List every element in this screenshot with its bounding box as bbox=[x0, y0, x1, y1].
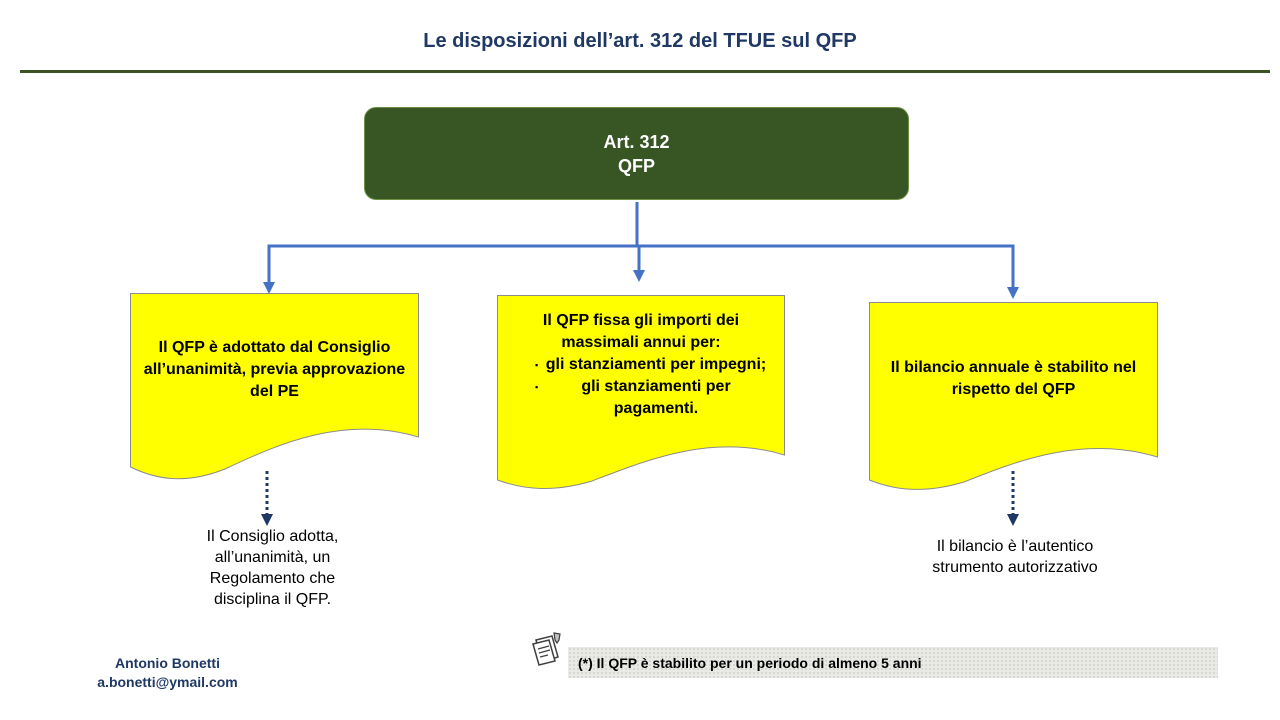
document-shape bbox=[497, 295, 785, 489]
dotted-arrowhead-left bbox=[261, 514, 273, 526]
center-box-text: Il QFP fissa gli importi dei massimali a… bbox=[497, 310, 785, 420]
center-document-box: Il QFP fissa gli importi dei massimali a… bbox=[497, 295, 785, 491]
author-email: a.bonetti@ymail.com bbox=[97, 674, 238, 690]
center-box-bullets: ▪ gli stanziamenti per impegni; ▪ gli st… bbox=[497, 354, 785, 420]
bullet-text: gli stanziamenti per pagamenti. bbox=[581, 378, 731, 417]
left-document-box: Il QFP è adottato dal Consiglio all’unan… bbox=[130, 293, 419, 485]
arrowhead-left bbox=[263, 282, 275, 294]
right-box-text: Il bilancio annuale è stabilito nel risp… bbox=[890, 359, 1137, 398]
arrowhead-right bbox=[1007, 287, 1019, 299]
center-box-intro: Il QFP fissa gli importi dei massimali a… bbox=[542, 312, 740, 351]
bullet-item: ▪ gli stanziamenti per impegni; bbox=[497, 354, 785, 376]
document-shape bbox=[130, 293, 419, 480]
author-block: Antonio Bonetti a.bonetti@ymail.com bbox=[60, 654, 275, 692]
dotted-arrowhead-right bbox=[1007, 514, 1019, 526]
connector-right bbox=[637, 244, 1015, 289]
header-rule bbox=[20, 70, 1270, 73]
bullet-item: ▪ gli stanziamenti per pagamenti. bbox=[497, 376, 785, 420]
left-note: Il Consiglio adotta, all’unanimità, un R… bbox=[206, 528, 339, 608]
right-note: Il bilancio è l’autentico strumento auto… bbox=[932, 538, 1098, 576]
footnote-text: (*) Il QFP è stabilito per un periodo di… bbox=[578, 654, 922, 671]
top-box-line2: QFP bbox=[617, 155, 655, 176]
memo-icon bbox=[532, 632, 561, 666]
art-312-box: Art. 312 QFP bbox=[364, 107, 909, 200]
bullet-square: ▪ bbox=[535, 360, 539, 370]
page-title: Le disposizioni dell’art. 312 del TFUE s… bbox=[423, 30, 857, 52]
left-box-text: Il QFP è adottato dal Consiglio all’unan… bbox=[143, 339, 406, 400]
right-document-box: Il bilancio annuale è stabilito nel risp… bbox=[869, 302, 1158, 492]
bullet-text: gli stanziamenti per impegni; bbox=[545, 356, 767, 373]
footnote-banner: (*) Il QFP è stabilito per un periodo di… bbox=[568, 647, 1218, 678]
arrowhead-center bbox=[633, 270, 645, 282]
connector-left bbox=[267, 244, 637, 284]
document-shape bbox=[869, 302, 1158, 490]
top-box-line1: Art. 312 bbox=[603, 131, 670, 152]
author-name: Antonio Bonetti bbox=[115, 655, 220, 671]
bullet-square: ▪ bbox=[535, 382, 539, 392]
